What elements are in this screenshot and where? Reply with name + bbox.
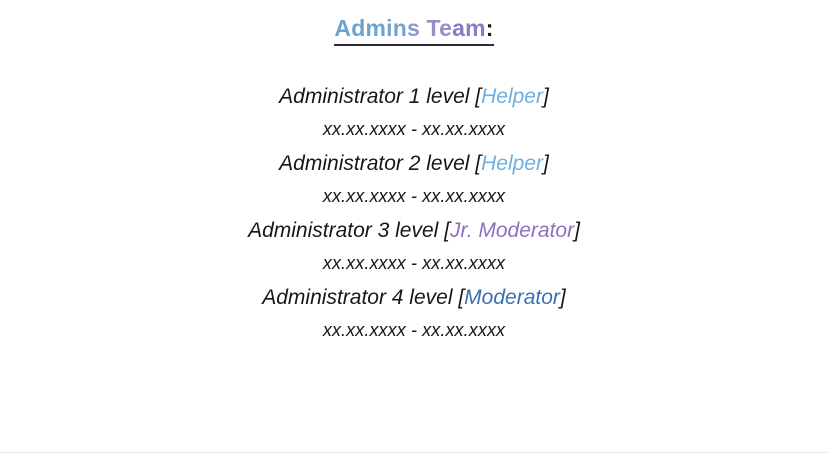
admin-date-range: xx.xx.xxxx - xx.xx.xxxx	[322, 319, 506, 340]
admin-rank-line: Administrator 3 level [Jr. Moderator]	[248, 220, 580, 241]
page-title: Admins Team:	[334, 14, 494, 46]
admin-date-range: xx.xx.xxxx - xx.xx.xxxx	[322, 252, 506, 273]
bracket-open: [	[458, 285, 465, 309]
admin-rank-line: Administrator 2 level [Helper]	[279, 153, 549, 174]
admin-list: Administrator 1 level [Helper] xx.xx.xxx…	[0, 86, 828, 354]
admin-date-range: xx.xx.xxxx - xx.xx.xxxx	[322, 118, 506, 139]
bracket-close: ]	[542, 151, 549, 175]
bracket-open: [	[444, 218, 450, 242]
admin-rank-line: Administrator 4 level [Moderator]	[262, 287, 565, 308]
bracket-close: ]	[542, 84, 549, 108]
title-segment-2: in	[386, 15, 407, 41]
role-badge-helper: Helper	[481, 84, 543, 108]
list-item: Administrator 1 level [Helper] xx.xx.xxx…	[0, 86, 828, 153]
list-item: Administrator 2 level [Helper] xx.xx.xxx…	[0, 153, 828, 220]
admin-rank-prefix: Administrator 4 level	[262, 285, 459, 309]
title-segment-5: am	[452, 15, 486, 41]
list-item: Administrator 4 level [Moderator] xx.xx.…	[0, 287, 828, 354]
title-colon: :	[485, 15, 494, 41]
role-badge-helper: Helper	[481, 151, 543, 175]
bracket-open: [	[475, 151, 482, 175]
bracket-open: [	[475, 84, 482, 108]
admin-rank-prefix: Administrator 3 level	[248, 218, 445, 242]
title-segment-3: s	[406, 15, 427, 41]
bracket-close: ]	[559, 285, 566, 309]
title-segment-1: Adm	[334, 15, 387, 41]
page-title-container: Admins Team:	[334, 14, 494, 46]
role-badge-moderator: Moderator	[464, 285, 560, 309]
list-item: Administrator 3 level [Jr. Moderator] xx…	[0, 220, 828, 287]
role-badge-jr-moderator: Jr. Moderator	[449, 218, 575, 242]
bracket-close: ]	[574, 218, 580, 242]
admin-rank-line: Administrator 1 level [Helper]	[279, 86, 549, 107]
admin-rank-prefix: Administrator 1 level	[279, 84, 476, 108]
admin-date-range: xx.xx.xxxx - xx.xx.xxxx	[322, 185, 506, 206]
admin-rank-prefix: Administrator 2 level	[279, 151, 476, 175]
title-segment-4: Te	[426, 15, 453, 41]
